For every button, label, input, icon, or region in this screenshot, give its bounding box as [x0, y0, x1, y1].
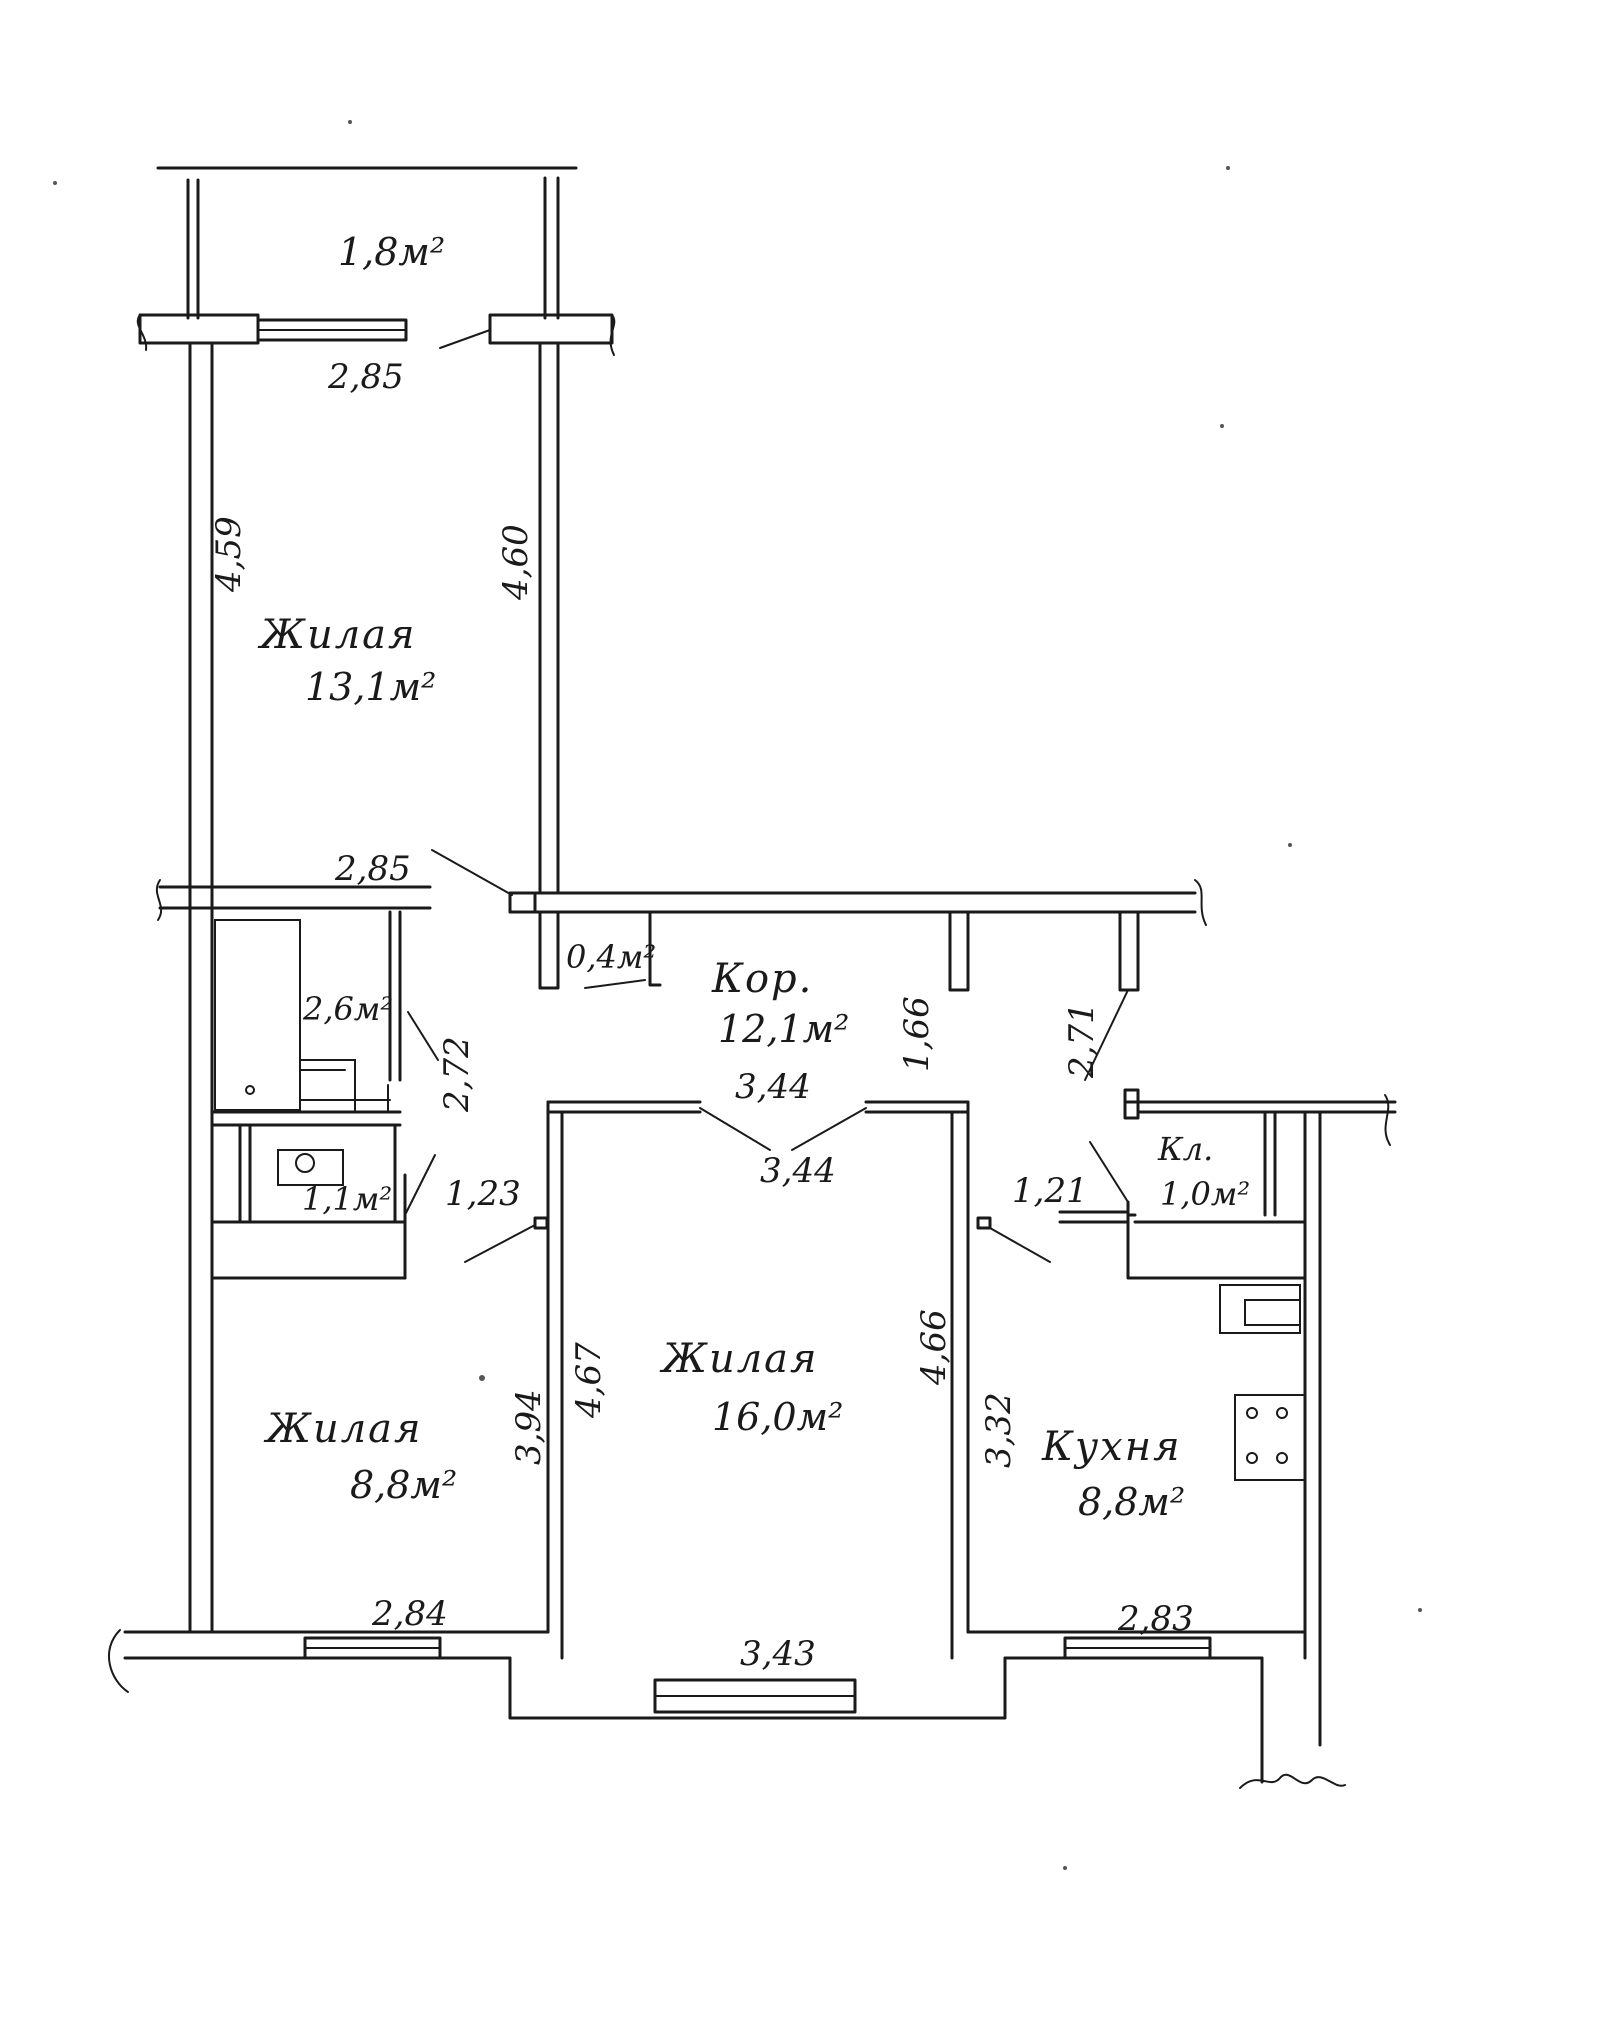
dim-room3-left: 4,67: [569, 1342, 609, 1419]
corridor-name: Кор.: [711, 956, 813, 1002]
dim-room3-right: 4,66: [914, 1309, 954, 1386]
room1-area: 13,1м²: [305, 665, 436, 709]
dimension-labels: 2,85 4,59 4,60 2,85 2,72 1,23 3,44 1,66 …: [209, 357, 1194, 1674]
dim-balcony-width: 2,85: [327, 357, 404, 397]
closet-area: 0,4м²: [566, 938, 656, 976]
dim-room2-right: 3,94: [509, 1389, 549, 1465]
walls: [107, 166, 1397, 1789]
room-labels: 1,8м² Жилая 13,1м² Кор. 12,1м² 0,4м² 2,6…: [257, 230, 1250, 1524]
dim-room2-bottom: 2,84: [371, 1594, 448, 1634]
kitchen-area: 8,8м²: [1078, 1480, 1185, 1524]
dim-room1-bottom: 2,85: [334, 849, 411, 889]
dim-kitchen-left: 3,32: [979, 1392, 1019, 1468]
corridor-area: 12,1м²: [718, 1007, 849, 1051]
pantry-name: Кл.: [1157, 1130, 1213, 1168]
dim-corridor-right: 2,71: [1062, 1002, 1102, 1079]
room2-area: 8,8м²: [350, 1463, 457, 1507]
dim-room1-left: 4,59: [209, 516, 249, 593]
dim-wc-width: 1,23: [445, 1174, 521, 1214]
room3-area: 16,0м²: [712, 1395, 843, 1439]
room2-name: Жилая: [263, 1406, 423, 1452]
dim-pantry-width: 1,21: [1012, 1171, 1088, 1211]
dim-room3-top: 3,44: [760, 1151, 836, 1191]
kitchen-name: Кухня: [1041, 1424, 1182, 1470]
scan-specks: [53, 120, 1422, 1870]
dim-kitchen-bottom: 2,83: [1117, 1599, 1194, 1639]
balcony-area: 1,8м²: [338, 230, 445, 274]
dim-corridor-width: 3,44: [735, 1067, 811, 1107]
bath-area: 2,6м²: [302, 990, 393, 1028]
dim-bath-length: 2,72: [437, 1036, 477, 1113]
dim-room3-bottom: 3,43: [740, 1634, 816, 1674]
dim-corridor-middle: 1,66: [897, 996, 937, 1072]
wc-area: 1,1м²: [302, 1180, 392, 1218]
room1-name: Жилая: [257, 612, 417, 658]
room3-name: Жилая: [659, 1336, 819, 1382]
pantry-area: 1,0м²: [1160, 1175, 1250, 1213]
dim-room1-right: 4,60: [496, 524, 536, 601]
